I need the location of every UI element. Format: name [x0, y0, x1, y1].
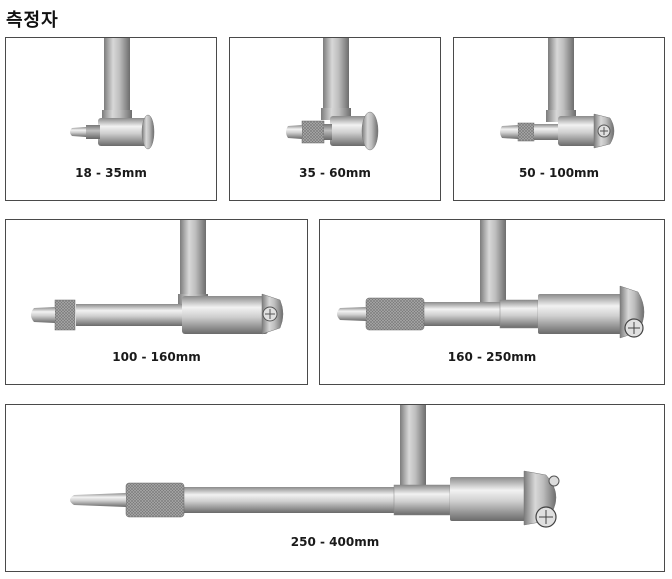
page-title: 측정자 — [6, 10, 59, 31]
probe-image-160-250 — [337, 220, 645, 339]
probe-image-18-35 — [70, 38, 155, 150]
range-label: 50 - 100mm — [518, 166, 600, 180]
probe-image-250-400 — [70, 405, 560, 528]
range-label: 160 - 250mm — [447, 350, 537, 364]
probe-image-100-160 — [31, 220, 284, 335]
probe-panel-250-400: 250 - 400mm — [5, 404, 665, 572]
probe-panel-50-100: 50 - 100mm — [453, 37, 665, 201]
probe-panel-100-160: 100 - 160mm — [5, 219, 308, 385]
probe-panel-35-60: 35 - 60mm — [229, 37, 441, 201]
range-label: 18 - 35mm — [75, 166, 147, 180]
probe-panel-18-35: 18 - 35mm — [5, 37, 217, 201]
range-label: 35 - 60mm — [299, 166, 371, 180]
range-label: 250 - 400mm — [290, 535, 380, 549]
probe-image-35-60 — [286, 38, 379, 151]
probe-image-50-100 — [500, 38, 615, 149]
range-label: 100 - 160mm — [112, 350, 201, 364]
probe-panel-160-250: 160 - 250mm — [319, 219, 665, 385]
